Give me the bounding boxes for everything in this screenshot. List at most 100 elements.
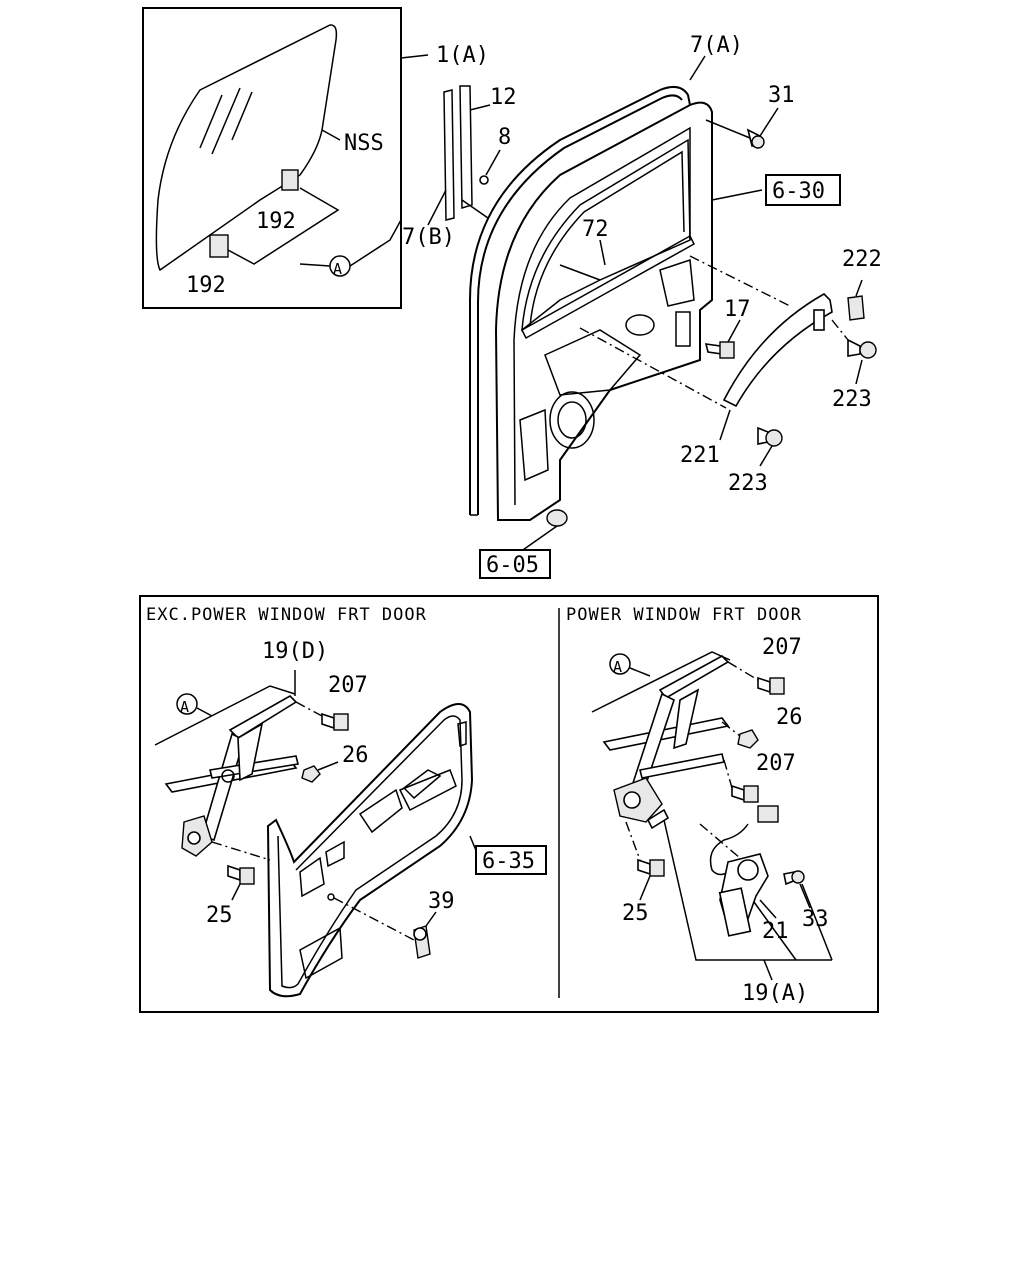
regulator-upper-rail (228, 695, 298, 740)
regulator-19d-bracket (154, 685, 296, 746)
door-inner-panel (494, 101, 713, 521)
ref-box-6-35[interactable] (475, 845, 547, 875)
garnish-group (579, 255, 877, 467)
bolt-25-right-shank (637, 858, 651, 876)
motor-connector (757, 805, 779, 823)
bolt-207-right-top-head (769, 677, 785, 695)
bolt-207-right-mid-head (743, 785, 759, 803)
garnish-tab (813, 309, 825, 331)
label-screw-33: 33 (802, 907, 829, 932)
motor-wire (709, 823, 749, 876)
weatherstrip-7a-inner (477, 94, 683, 515)
leader-33 (799, 883, 811, 909)
panel-hole-1 (625, 314, 655, 336)
trim-panel-inner (277, 715, 463, 989)
bolt-207-right-top-line (727, 661, 759, 681)
door-garnish-221 (722, 293, 833, 408)
leader-221 (719, 409, 731, 441)
motor-gear (737, 859, 759, 881)
label-clip-192-lower: 192 (186, 273, 226, 298)
bolt-31 (746, 107, 779, 149)
glass-glare-1 (199, 94, 223, 149)
trim-pocket-upper (398, 769, 457, 812)
motor-body (718, 887, 752, 937)
bolt-25-left-shank (227, 864, 241, 882)
label-motor-21: 21 (762, 919, 789, 944)
trim-handle-recess (299, 856, 325, 898)
bolt-207-right-mid-shank (731, 784, 745, 802)
label-bolt-31: 31 (768, 83, 795, 108)
leader-222 (855, 279, 863, 297)
door-grommet (546, 509, 568, 527)
power-regulator-group: A (591, 651, 833, 981)
glass-clip-upper (281, 169, 299, 191)
bolt-25-left-head (239, 867, 255, 885)
leader-31-line (705, 119, 751, 139)
handle-39-centerline (333, 897, 415, 941)
label-cap-222: 222 (842, 247, 882, 272)
right-section-header: POWER WINDOW FRT DOOR (566, 605, 802, 625)
leader-25-left (231, 883, 241, 901)
label-bolt-17: 17 (724, 297, 751, 322)
regulator-gear (187, 831, 201, 845)
nut-26-right (737, 729, 759, 749)
label-regulator-19a: 19(A) (742, 981, 808, 1006)
weatherstrip-7b (443, 89, 455, 221)
left-section-header: EXC.POWER WINDOW FRT DOOR (146, 605, 427, 625)
label-weatherstrip-7b: 7(B) (402, 225, 455, 250)
belt-trim-72 (521, 234, 695, 340)
bolt-207-left-head (333, 713, 349, 731)
screw-223-lower-head (765, 429, 783, 447)
nut-26-left (301, 765, 321, 783)
speaker-hole-inner (557, 401, 587, 439)
leader-31 (759, 107, 779, 137)
bolt-25-right-centerline (625, 821, 641, 861)
circle-a-left-text: A (180, 698, 189, 716)
door-glass (155, 24, 338, 272)
ref-box-6-30-text: 6-30 (772, 179, 825, 204)
power-regulator-bracket (646, 808, 670, 830)
leader-8 (485, 149, 501, 176)
leader-17 (727, 319, 741, 343)
ref-box-6-30[interactable] (765, 174, 841, 206)
circle-a-left-marker (176, 693, 198, 715)
window-handle-knob (413, 927, 427, 941)
circle-a-right-leader (629, 667, 651, 677)
leader-39 (425, 911, 437, 927)
power-regulator-link (673, 688, 700, 750)
door-assembly (469, 55, 763, 553)
label-screw-8: 8 (498, 125, 511, 150)
label-bolt-25-right: 25 (622, 901, 649, 926)
label-nut-26-left: 26 (342, 743, 369, 768)
ref-box-6-05-text: 6-05 (486, 553, 539, 578)
label-bolt-25-left: 25 (206, 903, 233, 928)
label-bolt-207-left: 207 (328, 673, 368, 698)
leader-223-lower (759, 445, 773, 467)
power-regulator-gear (623, 791, 641, 809)
ref-box-6-05[interactable] (479, 549, 551, 579)
label-regulator-19d: 19(D) (262, 639, 328, 664)
glass-inset: A (142, 7, 429, 309)
inset-callout-line (349, 219, 402, 267)
leader-223-upper (855, 359, 863, 385)
speaker-hole (549, 391, 595, 449)
run-channel-group (427, 85, 501, 226)
trim-panel-outline (266, 703, 474, 998)
garnish-cap-222 (847, 295, 865, 321)
leader-6-30 (711, 189, 763, 201)
bolt-207-left-shank (321, 712, 335, 730)
door-panel-edge (513, 126, 691, 506)
door-window-opening (521, 138, 691, 332)
leader-26-left (317, 761, 339, 771)
garnish-lower-centerline (579, 327, 727, 409)
regulator-arm-main (201, 732, 245, 842)
nut-26-right-line (721, 721, 741, 737)
circle-a-leader (299, 263, 331, 267)
clip-bracket-line (227, 187, 340, 265)
bolt-207-left-line (295, 701, 323, 717)
nss-leader (321, 129, 341, 141)
leader-7a (689, 55, 706, 81)
regulator-pivot (221, 769, 235, 783)
screw-33-head (791, 870, 805, 884)
